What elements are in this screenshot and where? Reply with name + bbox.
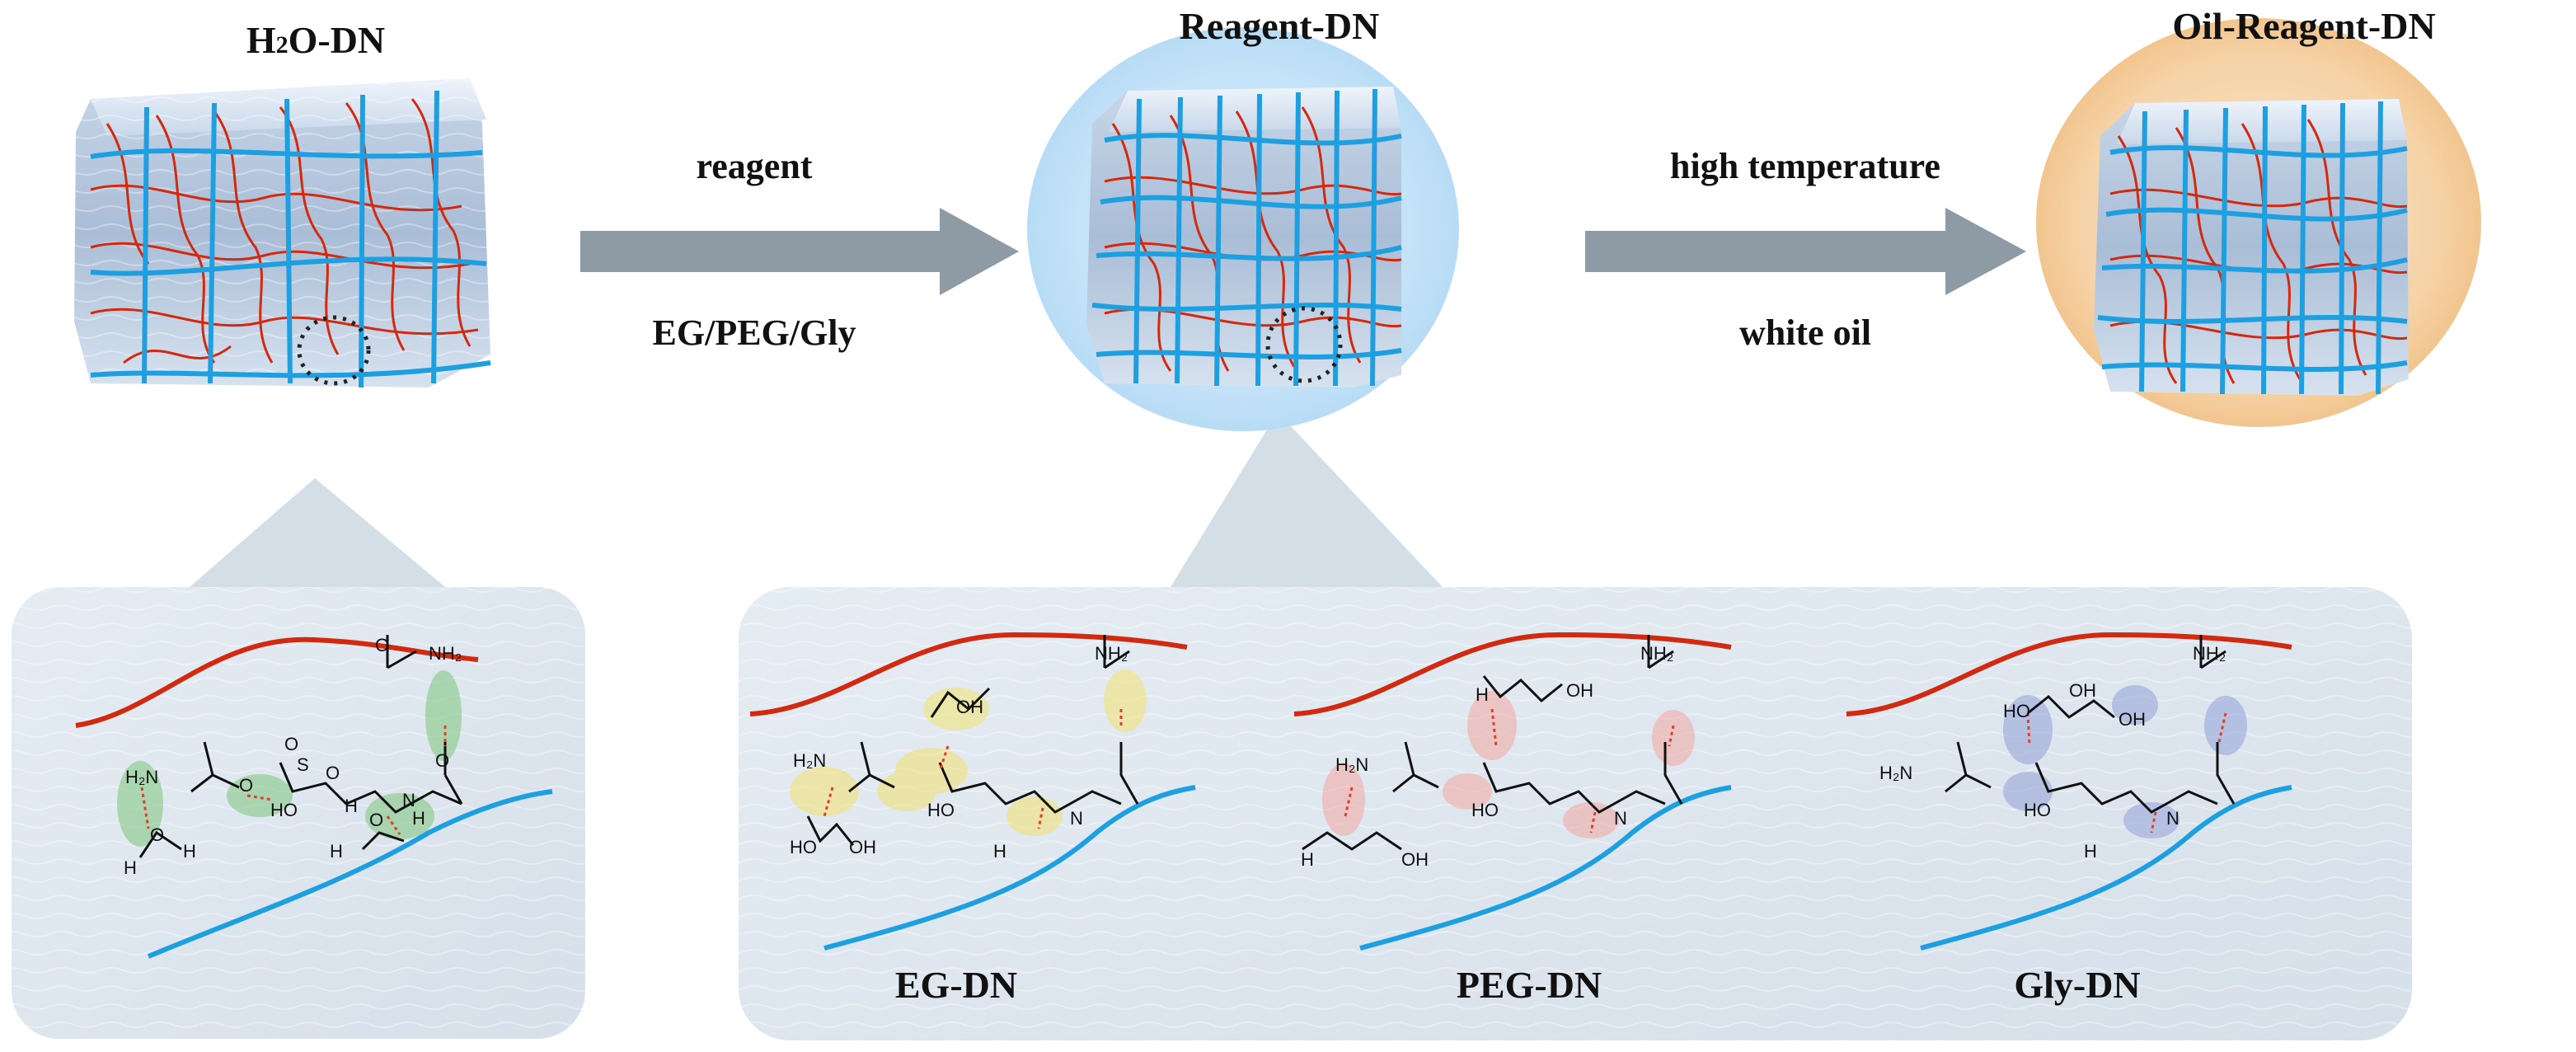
svg-text:H: H [412, 808, 425, 829]
svg-text:O: O [239, 775, 253, 796]
svg-text:HO: HO [2003, 701, 2030, 721]
svg-text:H: H [345, 796, 358, 816]
stage-title-oil: Oil-Reagent-DN [2172, 5, 2436, 47]
svg-text:OH: OH [956, 697, 983, 717]
gel-cube-reagent [1027, 27, 1459, 431]
stage-title-reagent: Reagent-DN [1179, 5, 1380, 47]
svg-text:O: O [369, 810, 383, 830]
arrow-2-top-label: high temperature [1670, 146, 1940, 186]
svg-text:H: H [1301, 849, 1314, 870]
sample-label-gly: Gly-DN [2014, 964, 2141, 1006]
gel-cube-h2o [74, 78, 491, 388]
svg-text:O: O [326, 763, 340, 783]
arrow-1-top-label: reagent [696, 146, 813, 186]
zoom-circle [297, 315, 371, 386]
svg-text:OH: OH [2119, 709, 2146, 730]
blue-chain [147, 789, 553, 959]
zoom-wedge-left [190, 478, 445, 587]
svg-text:NH₂: NH₂ [1095, 643, 1128, 664]
svg-text:H: H [1476, 684, 1489, 705]
svg-text:HO: HO [927, 800, 955, 820]
svg-text:OH: OH [1401, 849, 1429, 870]
zoom-circle [1265, 306, 1343, 383]
svg-text:O: O [435, 750, 449, 771]
process-arrow-2 [1585, 208, 2026, 295]
sample-label-eg: EG-DN [894, 964, 1018, 1006]
svg-text:H₂N: H₂N [793, 750, 826, 771]
stage-title-h2o: H2O-DN [246, 19, 386, 61]
svg-text:NH₂: NH₂ [2193, 643, 2226, 664]
arrow-1-bottom-label: EG/PEG/Gly [652, 312, 856, 353]
svg-text:H₂N: H₂N [1335, 754, 1368, 775]
svg-text:H: H [993, 841, 1006, 862]
svg-text:O: O [284, 734, 298, 754]
svg-text:H: H [330, 841, 343, 862]
red-chain [75, 636, 479, 728]
svg-text:O: O [375, 635, 389, 655]
svg-text:N: N [1614, 808, 1627, 829]
svg-text:HO: HO [1471, 800, 1499, 820]
svg-text:N: N [402, 790, 415, 810]
svg-text:O: O [150, 824, 164, 845]
h2o-detail-panel: H₂N O HO S O O NH₂ O O N O H H O H H H [12, 587, 585, 1039]
sample-label-peg: PEG-DN [1456, 964, 1602, 1006]
svg-text:OH: OH [849, 837, 876, 857]
svg-text:NH₂: NH₂ [1640, 643, 1673, 664]
svg-text:H₂N: H₂N [1879, 763, 1912, 783]
svg-text:N: N [1070, 808, 1083, 829]
arrow-2-bottom-label: white oil [1738, 312, 1872, 353]
svg-text:NH₂: NH₂ [429, 643, 462, 664]
reagent-detail-panel: H₂N NH₂ HO HO OH OH H N H₂N NH₂ HO H OH … [739, 587, 2412, 1040]
svg-text:HO: HO [2024, 800, 2051, 820]
svg-text:OH: OH [1566, 680, 1593, 701]
svg-text:H: H [183, 841, 196, 862]
svg-text:HO: HO [270, 800, 298, 820]
process-arrow-1 [580, 208, 1019, 295]
svg-text:OH: OH [2069, 680, 2096, 701]
gel-cube-oil [2036, 18, 2481, 427]
svg-text:S: S [297, 754, 309, 775]
svg-text:H₂N: H₂N [125, 767, 158, 787]
svg-text:H: H [124, 857, 137, 878]
svg-text:N: N [2166, 808, 2180, 829]
svg-text:HO: HO [790, 837, 817, 857]
svg-text:H: H [2084, 841, 2097, 862]
zoom-wedge-right [1171, 412, 1443, 587]
